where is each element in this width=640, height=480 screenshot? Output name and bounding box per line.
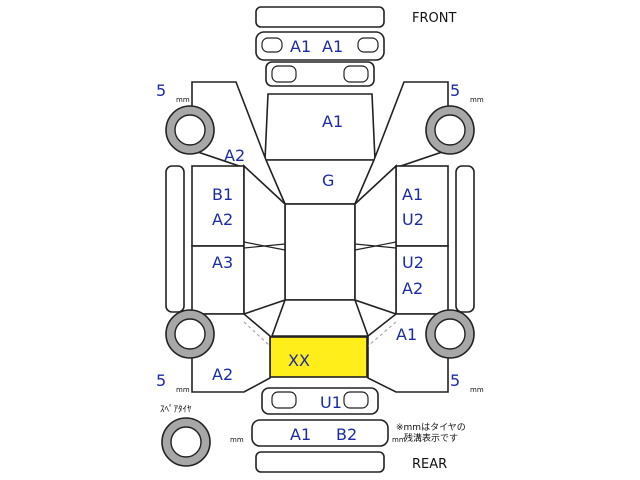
rear-right-lamp xyxy=(343,391,369,409)
mm-unit-front-left: mm xyxy=(176,96,190,104)
grade-trunk: XX xyxy=(288,351,310,370)
tire-depth-front-right: 5 xyxy=(450,81,460,100)
grade-right-rear-fender: A1 xyxy=(396,325,417,344)
grade-windshield: G xyxy=(322,171,334,190)
mm-unit-rear-right: mm xyxy=(470,386,484,394)
front-grille-right xyxy=(343,65,369,83)
right-door-frame xyxy=(354,164,397,316)
rear-left-lamp xyxy=(271,391,297,409)
front-left-tire xyxy=(165,105,215,155)
grade-right-front-door-1: A1 xyxy=(402,185,423,204)
tire-depth-front-left: 5 xyxy=(156,81,166,100)
grade-left-front-door-1: B1 xyxy=(212,185,233,204)
grade-rear-bumper-left: A1 xyxy=(290,425,311,444)
tire-depth-rear-right: 5 xyxy=(450,371,460,390)
grade-left-front-door-2: A2 xyxy=(212,210,233,229)
front-grille-left xyxy=(271,65,297,83)
tire-depth-rear-left: 5 xyxy=(156,371,166,390)
mm-note-line1: ※mmはタイヤの xyxy=(396,422,466,433)
spare-tire-label: ｽﾍﾟｱﾀｲﾔ xyxy=(160,404,192,415)
left-rocker xyxy=(165,165,185,313)
front-bumper xyxy=(255,31,385,61)
rear-window-panel xyxy=(270,299,370,337)
front-left-lamp xyxy=(261,37,283,53)
grade-right-front-door-2: U2 xyxy=(402,210,424,229)
spare-tire xyxy=(161,417,211,467)
hood-panel xyxy=(264,93,376,161)
grade-rear-bumper-right: B2 xyxy=(336,425,357,444)
mm-note-line2: 残溝表示です xyxy=(404,432,458,444)
roof-panel xyxy=(284,203,356,301)
front-grille xyxy=(265,61,375,87)
left-front-door xyxy=(191,165,245,247)
right-belt-line-2 xyxy=(354,243,397,249)
grade-left-rear-door: A3 xyxy=(212,253,233,272)
grade-left-front-fender: A2 xyxy=(224,146,245,165)
front-label: FRONT xyxy=(412,11,456,26)
left-door-frame xyxy=(243,164,286,316)
mm-unit-front-right: mm xyxy=(470,96,484,104)
front-right-lamp xyxy=(357,37,379,53)
front-right-tire xyxy=(425,105,475,155)
grade-rear-panel: U1 xyxy=(320,393,342,412)
grade-hood: A1 xyxy=(322,112,343,131)
rear-left-tire xyxy=(165,309,215,359)
left-belt-line-2 xyxy=(243,243,286,249)
front-bumper-strip xyxy=(255,6,385,28)
rear-bumper xyxy=(251,419,389,447)
grade-front-bumper-right: A1 xyxy=(322,37,343,56)
rear-bumper-strip xyxy=(255,451,385,473)
rear-right-tire xyxy=(425,309,475,359)
grade-left-rear-quarter: A2 xyxy=(212,365,233,384)
mm-unit-spare: mm xyxy=(230,436,244,444)
trunk-panel xyxy=(269,336,368,378)
rear-label: REAR xyxy=(412,457,447,472)
right-front-door xyxy=(395,165,449,247)
right-dash-line xyxy=(367,321,397,347)
mm-unit-rear-left: mm xyxy=(176,386,190,394)
mm-unit-rear-bumper: mm xyxy=(392,436,406,444)
grade-right-rear-door-2: A2 xyxy=(402,279,423,298)
grade-front-bumper-left: A1 xyxy=(290,37,311,56)
grade-right-rear-door-1: U2 xyxy=(402,253,424,272)
right-rocker xyxy=(455,165,475,313)
